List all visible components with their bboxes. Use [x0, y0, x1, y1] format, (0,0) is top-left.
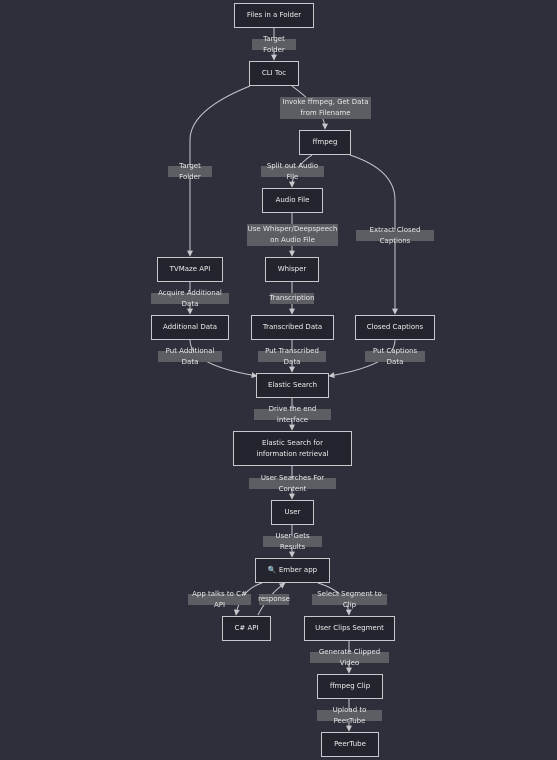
edge-ffmpeg-to-captions — [349, 154, 398, 315]
node-tvmaze-api: TVMaze API — [157, 257, 223, 282]
node-elastic-search: Elastic Search — [256, 373, 329, 398]
node-transcribed-data: Transcribed Data — [251, 315, 334, 340]
node-files-in-a-folder: Files in a Folder — [234, 3, 314, 28]
label-response: response — [258, 594, 290, 605]
label-transcription: Transcription — [269, 293, 315, 304]
node-whisper: Whisper — [265, 257, 319, 282]
label-app-talks: App talks to C# API — [188, 590, 251, 609]
node-ffmpeg-clip: ffmpeg Clip — [317, 674, 383, 699]
label-user-searches: User Searches For Content — [249, 474, 336, 493]
label-use-whisper: Use Whisper/Deepspeech on Audio File — [247, 224, 338, 246]
edge-cli-to-tvmaze — [187, 85, 251, 257]
label-target-folder-1: Target Folder — [252, 35, 296, 54]
label-put-captions: Put Captions Data — [365, 347, 425, 366]
label-select-segment: Select Segment to Clip — [312, 590, 387, 609]
node-cli-toc: CLI Toc — [249, 61, 299, 86]
node-ffmpeg: ffmpeg — [299, 130, 351, 155]
node-audio-file: Audio File — [262, 188, 323, 213]
node-peertube: PeerTube — [321, 732, 379, 757]
label-put-additional: Put Additional Data — [158, 347, 222, 366]
label-generate-clipped: Generate Clipped Video — [310, 648, 389, 667]
label-put-transcribed: Put Transcribed Data — [258, 347, 326, 366]
node-elastic-search-retrieval: Elastic Search for information retrieval — [233, 431, 352, 466]
label-extract-captions: Extract Closed Captions — [356, 226, 434, 245]
node-csharp-api: C# API — [222, 616, 271, 641]
node-user: User — [271, 500, 314, 525]
node-ember-app: 🔍 Ember app — [255, 558, 330, 583]
node-additional-data: Additional Data — [151, 315, 229, 340]
label-target-folder-2: Target Folder — [168, 162, 212, 181]
node-user-clips-segment: User Clips Segment — [304, 616, 395, 641]
label-drive-interface: Drive the end interface — [254, 405, 331, 424]
label-split-audio: Split out Audio File — [261, 162, 324, 181]
node-closed-captions: Closed Captions — [355, 315, 435, 340]
label-acquire-data: Acquire Additional Data — [151, 289, 229, 308]
label-invoke-ffmpeg: Invoke ffmpeg, Get Data from Filename — [280, 97, 371, 119]
label-user-gets-results: User Gets Results — [263, 532, 322, 551]
label-upload-peertube: Upload to PeerTube — [317, 706, 382, 725]
